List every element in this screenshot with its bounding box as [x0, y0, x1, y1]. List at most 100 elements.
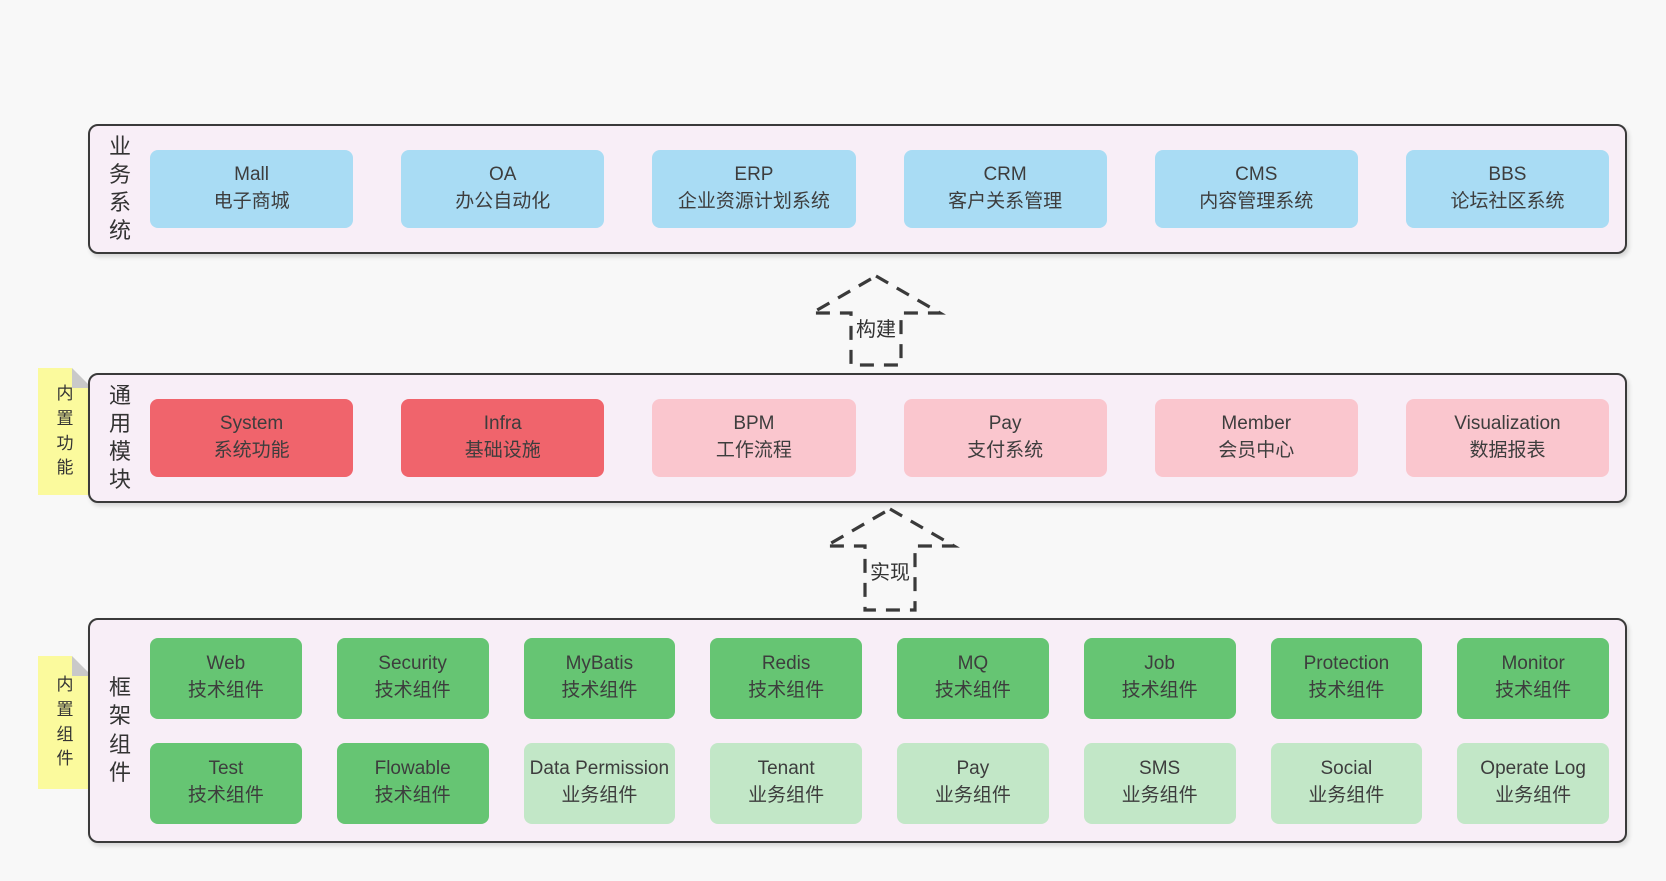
layer-common-modules: 通用模块 System 系统功能 Infra 基础设施 BPM 工作流程 Pay 支付系统 Me…	[88, 373, 1627, 503]
box-tenant: Tenant 业务组件	[710, 742, 862, 824]
box-web: Web 技术组件	[150, 637, 302, 719]
box-mybatis: MyBatis 技术组件	[523, 637, 676, 719]
box-title: Test	[208, 758, 244, 780]
box-protection: Protection 技术组件	[1270, 637, 1423, 719]
box-member: Member 会员中心	[1154, 399, 1358, 477]
box-title: Pay	[956, 758, 990, 780]
box-title: Protection	[1303, 653, 1390, 675]
box-title: Member	[1221, 413, 1292, 435]
box-title: Tenant	[757, 758, 815, 780]
box-title: Mall	[234, 164, 269, 186]
box-subtitle: 技术组件	[187, 680, 264, 701]
box-operate-log: Operate Log 业务组件	[1457, 742, 1609, 824]
box-subtitle: 技术组件	[374, 785, 451, 806]
box-crm: CRM 客户关系管理	[903, 150, 1107, 228]
box-subtitle: 基础设施	[464, 440, 541, 461]
box-visualization: Visualization 数据报表	[1405, 399, 1610, 477]
box-mall: Mall 电子商城	[150, 150, 354, 228]
box-subtitle: 业务组件	[1495, 785, 1572, 806]
box-subtitle: 技术组件	[1495, 680, 1572, 701]
box-subtitle: 技术组件	[187, 785, 264, 806]
box-subtitle: 办公自动化	[455, 191, 551, 212]
box-test: Test 技术组件	[150, 742, 302, 824]
box-title: System	[219, 413, 284, 435]
arrow-label: 构建	[853, 313, 899, 342]
box-subtitle: 电子商城	[213, 191, 290, 212]
folded-corner-icon	[72, 368, 92, 388]
box-subtitle: 技术组件	[374, 680, 451, 701]
box-title: OA	[489, 164, 517, 186]
box-title: CMS	[1235, 164, 1278, 186]
box-mq: MQ 技术组件	[897, 637, 1049, 719]
arrow-implement: 实现	[820, 506, 960, 613]
box-cms: CMS 内容管理系统	[1154, 150, 1358, 228]
box-subtitle: 技术组件	[1308, 680, 1385, 701]
box-oa: OA 办公自动化	[401, 150, 605, 228]
layer-label-modules: 通用模块	[108, 382, 131, 493]
arrow-label: 实现	[867, 556, 913, 585]
box-row-modules: System 系统功能 Infra 基础设施 BPM 工作流程 Pay 支付系统 Member 会…	[150, 399, 1610, 477]
box-subtitle: 企业资源计划系统	[677, 191, 830, 212]
tag-label: 内置组件	[56, 675, 74, 769]
box-title: Web	[206, 653, 246, 675]
box-subtitle: 技术组件	[561, 680, 638, 701]
box-subtitle: 数据报表	[1469, 440, 1546, 461]
box-subtitle: 客户关系管理	[948, 191, 1063, 212]
box-subtitle: 技术组件	[934, 680, 1011, 701]
box-data-permission: Data Permission 业务组件	[523, 742, 676, 824]
layer-label-components: 框架组件	[108, 675, 131, 785]
sticky-tag-built-in-features: 内置功能	[38, 368, 92, 495]
box-title: Flowable	[374, 758, 451, 780]
box-redis: Redis 技术组件	[710, 637, 862, 719]
box-social: Social 业务组件	[1270, 742, 1423, 824]
box-title: CRM	[983, 164, 1027, 186]
box-title: MQ	[957, 653, 989, 675]
box-subtitle: 系统功能	[213, 440, 290, 461]
box-title: Redis	[761, 653, 811, 675]
tag-label: 内置功能	[56, 384, 74, 478]
box-subtitle: 业务组件	[934, 785, 1011, 806]
box-title: Pay	[988, 413, 1022, 435]
box-subtitle: 支付系统	[967, 440, 1044, 461]
folded-corner-icon	[72, 656, 92, 676]
box-subtitle: 论坛社区系统	[1450, 191, 1565, 212]
box-system: System 系统功能	[150, 399, 354, 477]
sticky-tag-built-in-components: 内置组件	[38, 656, 92, 789]
box-sms: SMS 业务组件	[1083, 742, 1236, 824]
box-title: BPM	[733, 413, 775, 435]
box-title: Infra	[483, 413, 522, 435]
box-title: Job	[1144, 653, 1175, 675]
box-bpm: BPM 工作流程	[652, 399, 856, 477]
box-title: SMS	[1139, 758, 1181, 780]
box-title: Social	[1320, 758, 1373, 780]
box-title: MyBatis	[565, 653, 634, 675]
box-pay: Pay 支付系统	[903, 399, 1107, 477]
box-pay: Pay 业务组件	[897, 742, 1049, 824]
box-subtitle: 业务组件	[1121, 785, 1198, 806]
box-title: Security	[378, 653, 447, 675]
box-subtitle: 技术组件	[1121, 680, 1198, 701]
box-subtitle: 业务组件	[748, 785, 825, 806]
layer-label-business: 业务系统	[108, 133, 131, 244]
box-bbs: BBS 论坛社区系统	[1405, 150, 1610, 228]
box-subtitle: 业务组件	[561, 785, 638, 806]
box-flowable: Flowable 技术组件	[336, 742, 489, 824]
box-title: Data Permission	[529, 758, 670, 780]
box-subtitle: 工作流程	[715, 440, 792, 461]
box-subtitle: 技术组件	[748, 680, 825, 701]
box-subtitle: 会员中心	[1218, 440, 1295, 461]
box-subtitle: 内容管理系统	[1199, 191, 1314, 212]
box-infra: Infra 基础设施	[401, 399, 605, 477]
box-job: Job 技术组件	[1083, 637, 1236, 719]
box-title: BBS	[1488, 164, 1527, 186]
box-title: Visualization	[1454, 413, 1561, 435]
box-title: Operate Log	[1480, 758, 1586, 780]
box-subtitle: 业务组件	[1308, 785, 1385, 806]
